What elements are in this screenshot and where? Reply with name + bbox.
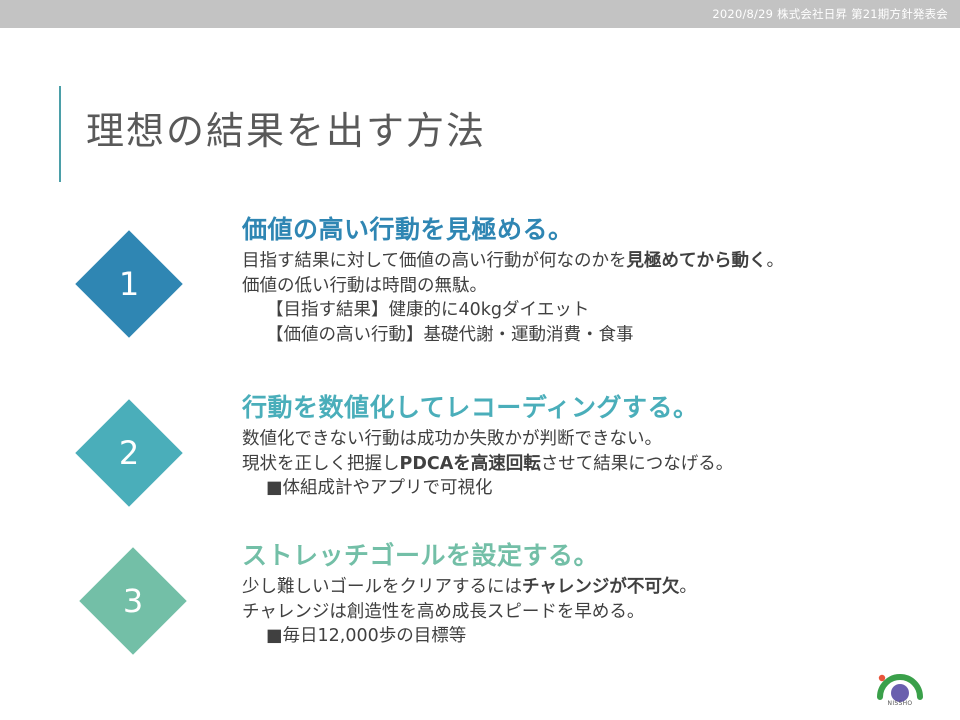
logo-wordmark: NISSHO bbox=[887, 700, 913, 707]
section-2-line-2: 現状を正しく把握しPDCAを高速回転させて結果につなげる。 bbox=[242, 453, 734, 474]
section-3-line-1: 少し難しいゴールをクリアするにはチャレンジが不可欠。 bbox=[242, 577, 697, 597]
section-1-heading: 価値の高い行動を見極める。 bbox=[242, 215, 574, 244]
section-3-line-2: チャレンジは創造性を高め成長スピードを早める。 bbox=[242, 601, 645, 622]
section-number-1: 1 bbox=[118, 265, 140, 303]
header-meta: 2020/8/29 株式会社日昇 第21期方針発表会 bbox=[712, 7, 948, 21]
section-1: 価値の高い行動を見極める。 目指す結果に対して価値の高い行動が何なのかを見極めて… bbox=[242, 215, 942, 347]
section-2-heading: 行動を数値化してレコーディングする。 bbox=[242, 393, 699, 422]
section-3-heading: ストレッチゴールを設定する。 bbox=[242, 541, 600, 570]
section-1-line-3: 【目指す結果】健康的に40kgダイエット bbox=[266, 300, 590, 320]
section-2-line-1: 数値化できない行動は成功か失敗かが判断できない。 bbox=[242, 429, 662, 449]
slide-title: 理想の結果を出す方法 bbox=[86, 109, 487, 153]
section-1-line-2: 価値の低い行動は時間の無駄。 bbox=[242, 275, 487, 296]
section-2: 行動を数値化してレコーディングする。 数値化できない行動は成功か失敗かが判断でき… bbox=[242, 393, 942, 501]
section-number-3: 3 bbox=[122, 582, 144, 620]
nissho-logo-icon bbox=[877, 674, 923, 702]
section-1-line-1: 目指す結果に対して価値の高い行動が何なのかを見極めてから動く。 bbox=[242, 251, 784, 271]
section-1-line-4: 【価値の高い行動】基礎代謝・運動消費・食事 bbox=[266, 324, 634, 345]
section-3-line-3: ■毎日12,000歩の目標等 bbox=[266, 626, 467, 646]
section-3: ストレッチゴールを設定する。 少し難しいゴールをクリアするにはチャレンジが不可欠… bbox=[242, 541, 942, 649]
header-bar: 2020/8/29 株式会社日昇 第21期方針発表会 bbox=[0, 0, 960, 28]
section-2-line-3: ■体組成計やアプリで可視化 bbox=[266, 478, 493, 498]
section-number-2: 2 bbox=[118, 434, 140, 472]
title-accent-bar bbox=[59, 86, 61, 182]
